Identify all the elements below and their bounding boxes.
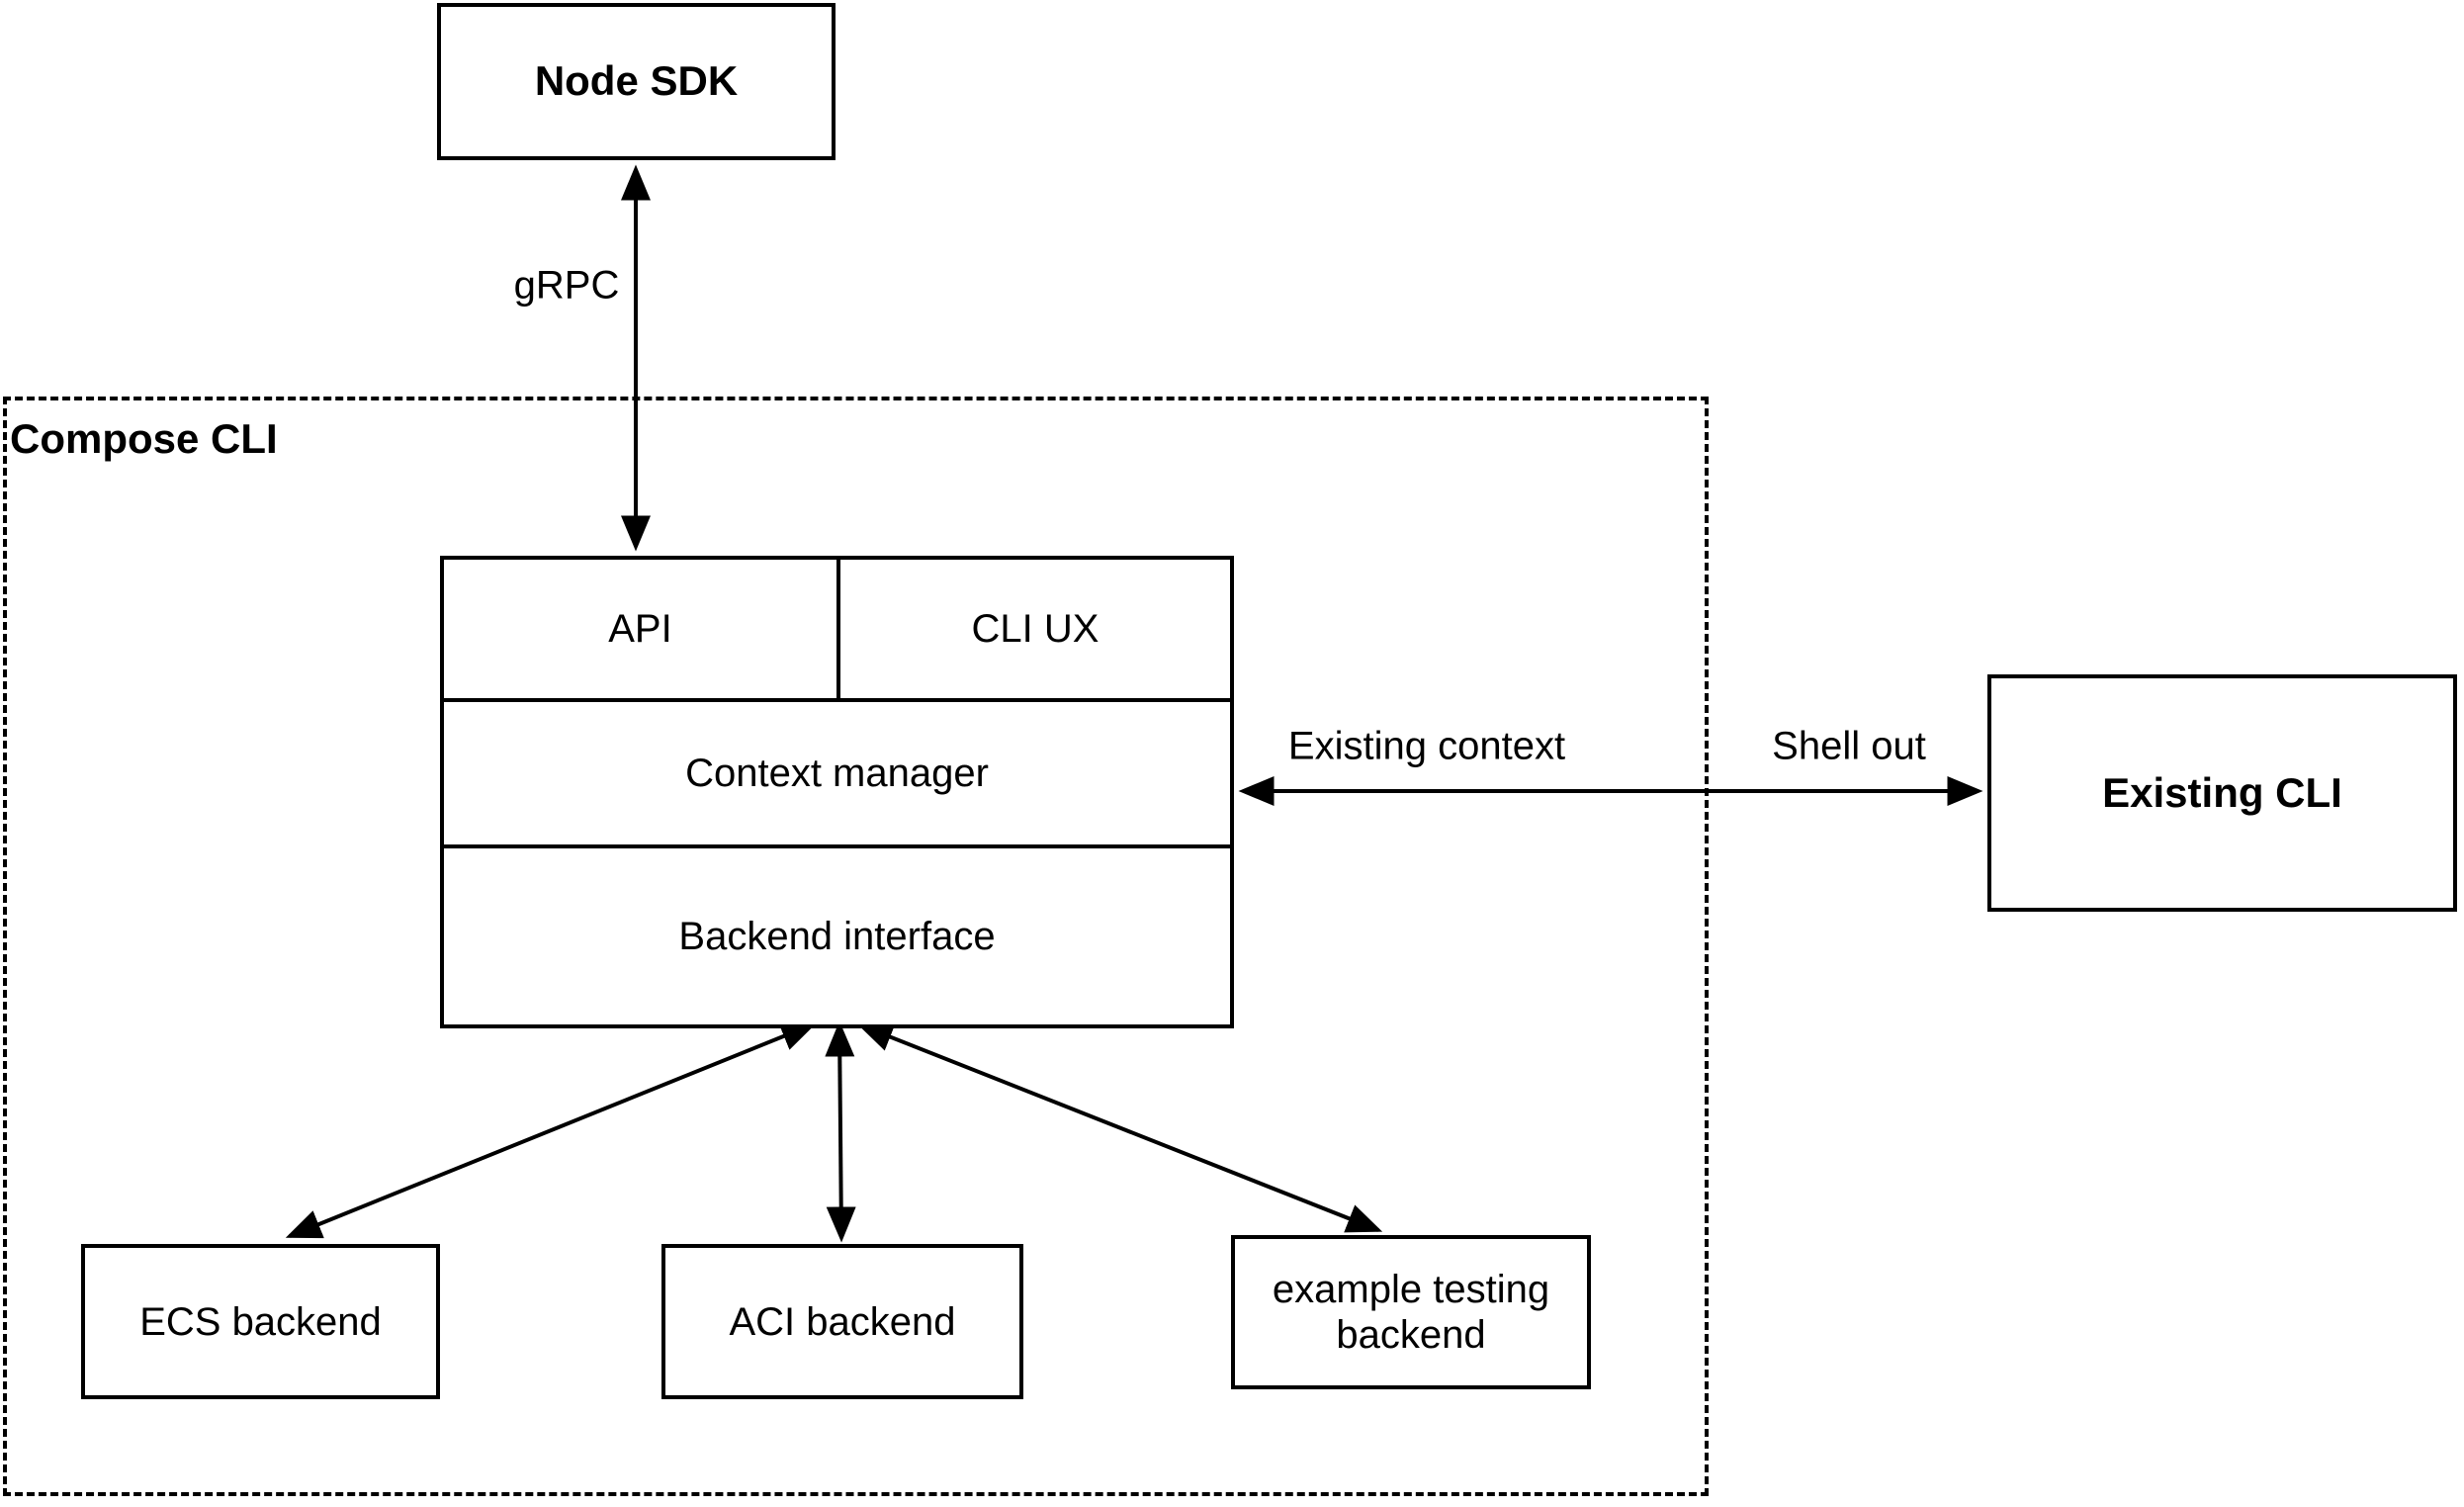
- backend-interface-label: Backend interface: [678, 914, 996, 958]
- context-manager-label: Context manager: [685, 751, 989, 795]
- aci-backend-arrow: [825, 1020, 856, 1243]
- api-label: API: [608, 606, 672, 651]
- aci-backend-box: ACI backend: [661, 1244, 1023, 1399]
- existing-context-edge-label: Existing context: [1287, 724, 1566, 768]
- api-box: API: [444, 560, 840, 698]
- grpc-edge-label: gRPC: [513, 263, 620, 308]
- ecs-backend-label: ECS backend: [139, 1299, 382, 1344]
- compose-cli-stack: API CLI UX Context manager Backend inter…: [440, 556, 1234, 1028]
- example-testing-backend-box: example testing backend: [1231, 1235, 1591, 1389]
- example-backend-arrow: [856, 1022, 1383, 1233]
- backend-interface-box: Backend interface: [444, 848, 1230, 1024]
- ecs-backend-box: ECS backend: [81, 1244, 440, 1399]
- node-sdk-box: Node SDK: [437, 3, 836, 160]
- shell-out-edge-label: Shell out: [1772, 724, 1926, 768]
- stack-top-row: API CLI UX: [444, 560, 1230, 702]
- node-sdk-label: Node SDK: [534, 57, 739, 105]
- cli-ux-box: CLI UX: [840, 560, 1230, 698]
- existing-cli-box: Existing CLI: [1987, 674, 2457, 912]
- existing-cli-label: Existing CLI: [2102, 768, 2342, 816]
- context-manager-box: Context manager: [444, 702, 1230, 848]
- cli-ux-label: CLI UX: [971, 606, 1100, 651]
- example-testing-backend-label: example testing backend: [1272, 1268, 1550, 1357]
- ecs-backend-arrow: [285, 1021, 818, 1239]
- aci-backend-label: ACI backend: [729, 1299, 956, 1344]
- compose-cli-group-box: [3, 397, 1709, 1496]
- compose-cli-group-label: Compose CLI: [10, 415, 278, 462]
